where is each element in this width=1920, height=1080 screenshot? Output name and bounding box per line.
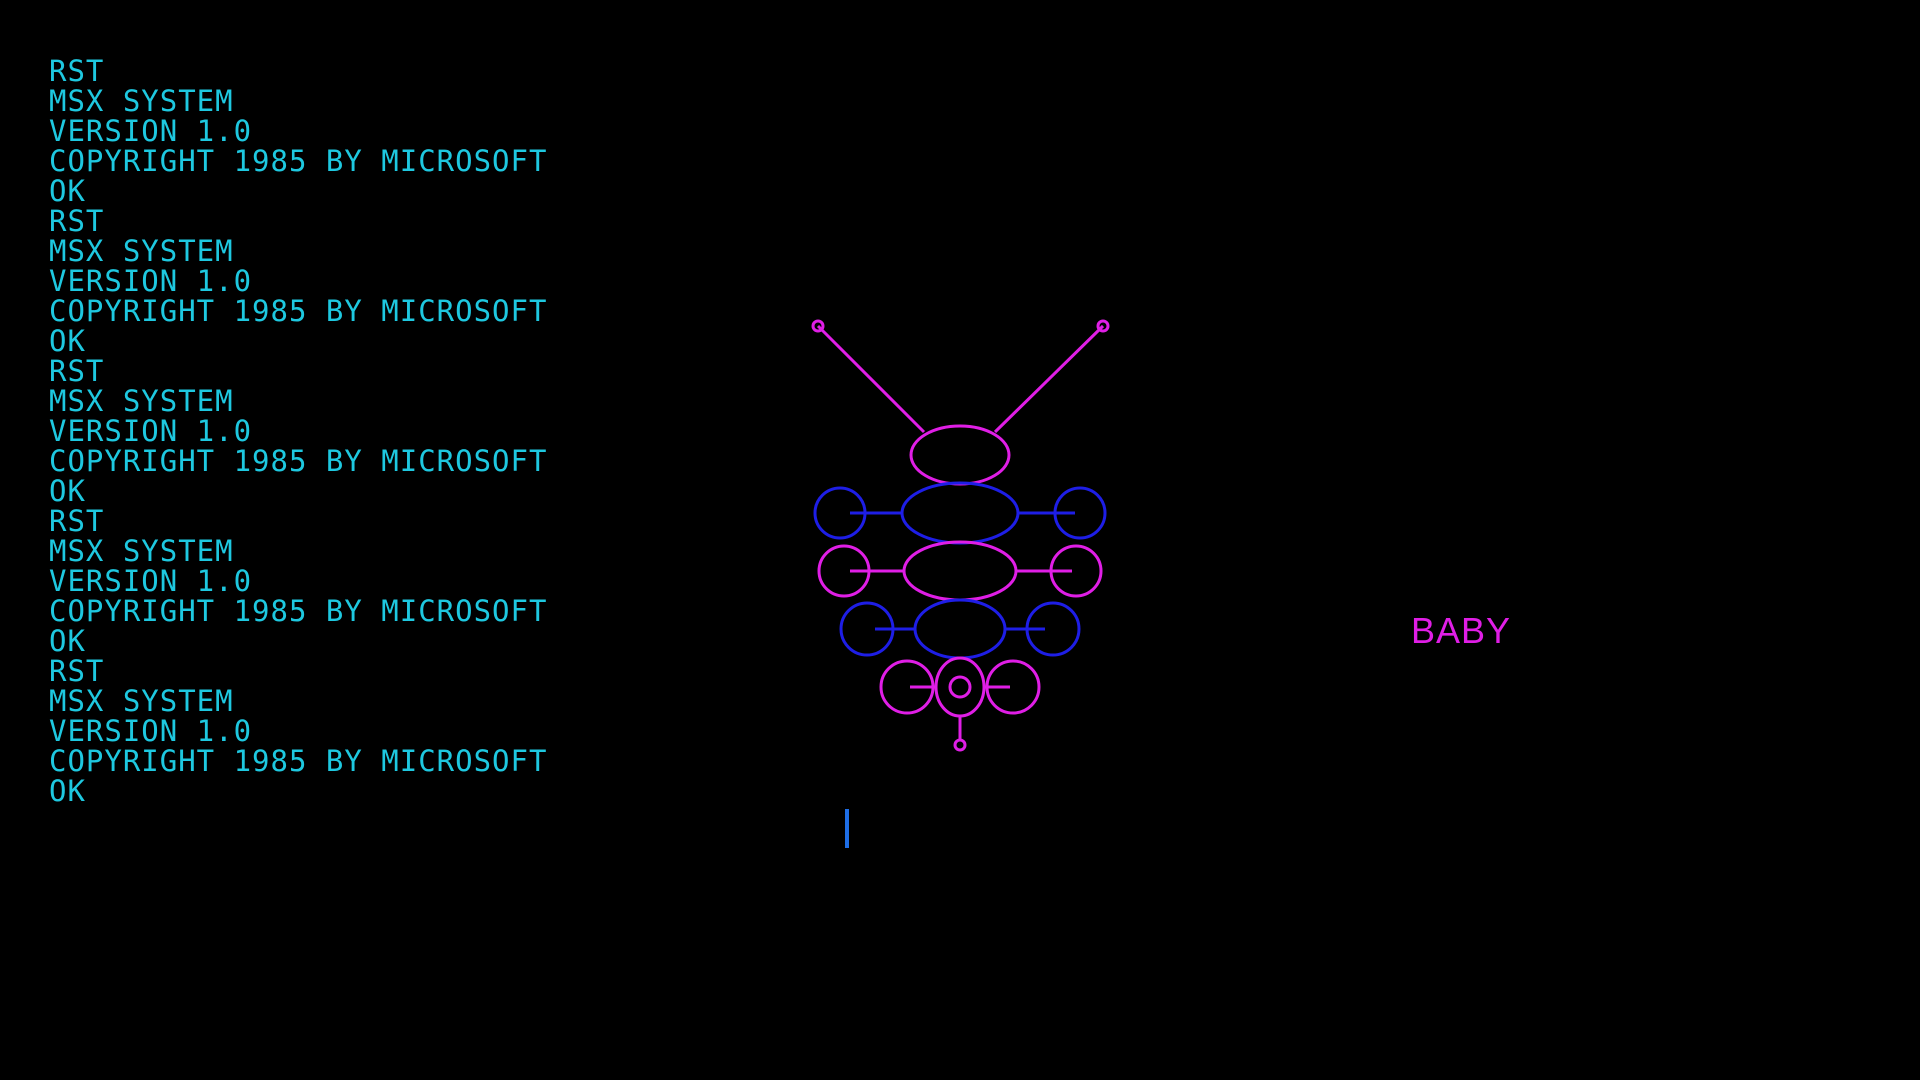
console-line: VERSION 1.0 bbox=[49, 114, 253, 148]
console-line: RST bbox=[49, 654, 105, 688]
body-segment-3 bbox=[839, 598, 1081, 660]
console-line: COPYRIGHT 1985 BY MICROSOFT bbox=[49, 744, 548, 778]
stinger-tip bbox=[953, 738, 967, 752]
console-line: VERSION 1.0 bbox=[49, 714, 253, 748]
baby-label: BABY bbox=[1411, 610, 1512, 651]
console-line: VERSION 1.0 bbox=[49, 414, 253, 448]
console-line: RST bbox=[49, 354, 105, 388]
console-line: MSX SYSTEM bbox=[49, 534, 234, 568]
console-line: COPYRIGHT 1985 BY MICROSOFT bbox=[49, 444, 548, 478]
leg-right-1 bbox=[1053, 486, 1107, 540]
console-line: OK bbox=[49, 474, 86, 508]
console-line: OK bbox=[49, 624, 86, 658]
console-line: COPYRIGHT 1985 BY MICROSOFT bbox=[49, 294, 548, 328]
body-segment-1 bbox=[813, 481, 1107, 545]
console-line: COPYRIGHT 1985 BY MICROSOFT bbox=[49, 144, 548, 178]
left-antenna-tip bbox=[811, 319, 825, 333]
right-antenna-tip bbox=[1096, 319, 1110, 333]
console-line: VERSION 1.0 bbox=[49, 264, 253, 298]
text-cursor-icon bbox=[845, 809, 849, 848]
console-line: VERSION 1.0 bbox=[49, 564, 253, 598]
console-line: RST bbox=[49, 504, 105, 538]
console-line: RST bbox=[49, 204, 105, 238]
console-line: RST bbox=[49, 54, 105, 88]
leg-left-1 bbox=[813, 486, 867, 540]
leg-right-2 bbox=[1049, 544, 1103, 598]
antennae bbox=[811, 319, 1110, 434]
console-line: MSX SYSTEM bbox=[49, 384, 234, 418]
leg-left-3 bbox=[839, 601, 895, 657]
leg-left-2 bbox=[817, 544, 871, 598]
head-segment bbox=[909, 424, 1011, 486]
console-line: OK bbox=[49, 774, 86, 808]
leg-right-3 bbox=[1025, 601, 1081, 657]
right-antenna bbox=[993, 324, 1105, 434]
tail-segment bbox=[879, 656, 1041, 752]
console-line: COPYRIGHT 1985 BY MICROSOFT bbox=[49, 594, 548, 628]
console-line: MSX SYSTEM bbox=[49, 84, 234, 118]
console-line: OK bbox=[49, 324, 86, 358]
console-line: OK bbox=[49, 174, 86, 208]
console-line: MSX SYSTEM bbox=[49, 684, 234, 718]
left-antenna bbox=[816, 324, 926, 434]
body-segment-2 bbox=[817, 540, 1103, 602]
console-line: MSX SYSTEM bbox=[49, 234, 234, 268]
